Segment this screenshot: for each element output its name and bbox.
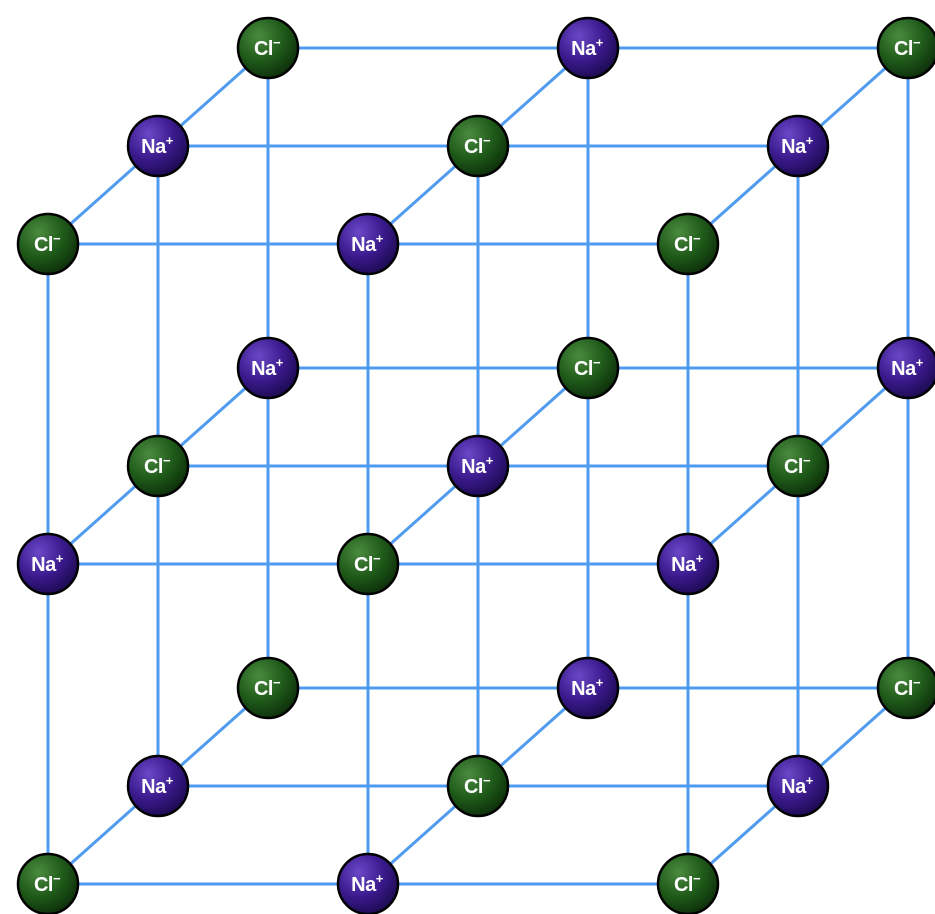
ion-sphere xyxy=(236,336,300,400)
chloride-ion: Cl− xyxy=(656,212,720,276)
sodium-ion: Na+ xyxy=(126,754,190,818)
chloride-ion: Cl− xyxy=(766,434,830,498)
ion-sphere xyxy=(336,852,400,914)
sodium-ion: Na+ xyxy=(766,114,830,178)
sodium-ion: Na+ xyxy=(446,434,510,498)
ion-sphere xyxy=(766,754,830,818)
ion-sphere xyxy=(126,434,190,498)
sodium-ion: Na+ xyxy=(16,532,80,596)
chloride-ion: Cl− xyxy=(236,16,300,80)
ion-sphere xyxy=(876,336,935,400)
ion-sphere xyxy=(236,656,300,720)
chloride-ion: Cl− xyxy=(236,656,300,720)
ion-label: Cl− xyxy=(784,453,811,478)
ion-sphere xyxy=(236,16,300,80)
ion-sphere xyxy=(876,656,935,720)
chloride-ion: Cl− xyxy=(16,212,80,276)
ions: Cl− Na+ Cl− Na+ Cl− Na+ Cl− Na+ Cl− Na+ Cl− Na+ Cl− N… xyxy=(16,16,935,914)
sodium-ion: Na+ xyxy=(766,754,830,818)
chloride-ion: Cl− xyxy=(446,114,510,178)
ion-label: Na+ xyxy=(31,551,64,576)
ion-sphere xyxy=(336,532,400,596)
ion-label: Cl− xyxy=(464,133,491,158)
ion-sphere xyxy=(336,212,400,276)
ion-sphere xyxy=(126,754,190,818)
chloride-ion: Cl− xyxy=(656,852,720,914)
ion-label: Cl− xyxy=(254,675,281,700)
ion-sphere xyxy=(126,114,190,178)
ion-sphere xyxy=(446,114,510,178)
sodium-ion: Na+ xyxy=(656,532,720,596)
ion-sphere xyxy=(656,212,720,276)
sodium-ion: Na+ xyxy=(236,336,300,400)
sodium-ion: Na+ xyxy=(556,16,620,80)
ion-sphere xyxy=(766,434,830,498)
sodium-ion: Na+ xyxy=(126,114,190,178)
ion-label: Cl− xyxy=(34,871,61,896)
ion-sphere xyxy=(656,532,720,596)
chloride-ion: Cl− xyxy=(876,656,935,720)
sodium-ion: Na+ xyxy=(556,656,620,720)
ion-sphere xyxy=(556,336,620,400)
ion-sphere xyxy=(446,754,510,818)
sodium-ion: Na+ xyxy=(336,212,400,276)
chloride-ion: Cl− xyxy=(556,336,620,400)
ion-sphere xyxy=(876,16,935,80)
chloride-ion: Cl− xyxy=(16,852,80,914)
ion-sphere xyxy=(16,212,80,276)
ion-sphere xyxy=(556,16,620,80)
ion-sphere xyxy=(16,532,80,596)
ion-sphere xyxy=(656,852,720,914)
ion-sphere xyxy=(766,114,830,178)
sodium-ion: Na+ xyxy=(336,852,400,914)
chloride-ion: Cl− xyxy=(336,532,400,596)
sodium-ion: Na+ xyxy=(876,336,935,400)
ion-sphere xyxy=(556,656,620,720)
chloride-ion: Cl− xyxy=(126,434,190,498)
chloride-ion: Cl− xyxy=(446,754,510,818)
ion-sphere xyxy=(446,434,510,498)
chloride-ion: Cl− xyxy=(876,16,935,80)
ion-sphere xyxy=(16,852,80,914)
